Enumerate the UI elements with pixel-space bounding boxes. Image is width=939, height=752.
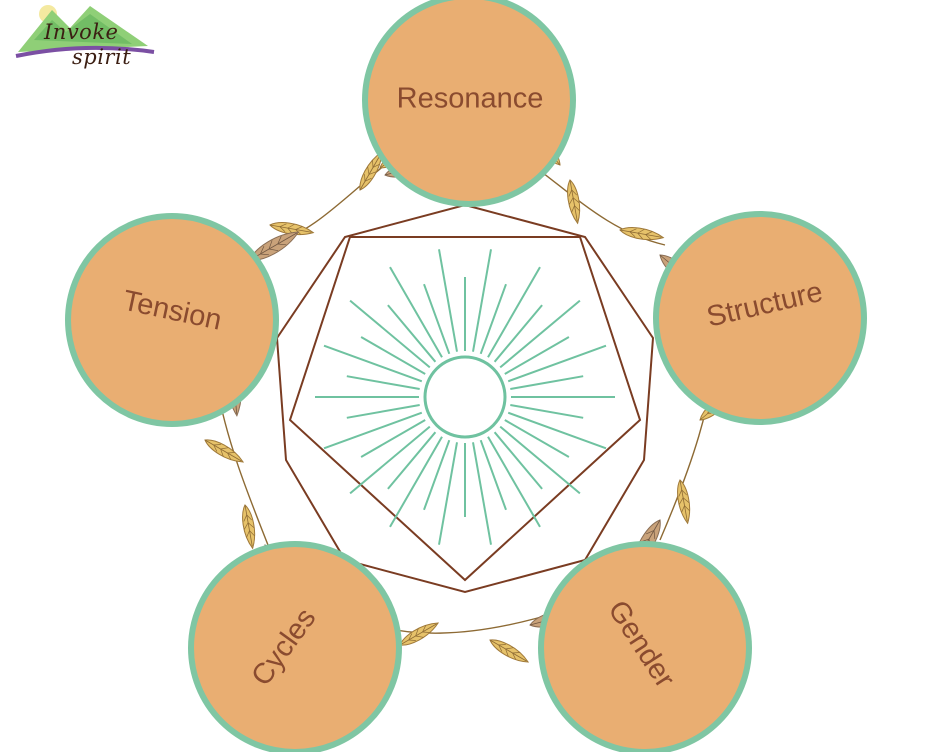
mandala-ray: [438, 249, 458, 352]
mandala-ray: [346, 404, 420, 419]
logo-word-invoke: Invoke: [44, 20, 119, 44]
mandala-ray: [504, 336, 570, 375]
mandala-ray: [510, 404, 584, 419]
mandala-ray: [360, 419, 426, 458]
mandala-inner-polygon: [288, 236, 642, 582]
node-cycles: Cycles: [188, 541, 402, 752]
mandala-ray: [507, 344, 607, 383]
node-gender: Gender: [538, 541, 752, 752]
logo-mountain-icon: [15, 5, 155, 58]
mandala-ray: [423, 439, 451, 511]
mandala-ray: [507, 411, 607, 450]
node-resonance: Resonance: [362, 0, 576, 207]
mandala-ray: [499, 425, 581, 495]
mandala-ray: [510, 375, 584, 390]
mandala-ray: [472, 249, 492, 352]
mandala-ray: [493, 431, 543, 490]
node-label-resonance: Resonance: [397, 83, 544, 115]
logo-word-spirit: spirit: [72, 45, 132, 69]
mandala-ray: [487, 266, 541, 358]
mandala-ray: [387, 431, 437, 490]
mandala-ray: [323, 411, 423, 450]
mandala-ray: [323, 344, 423, 383]
mandala-ray: [493, 304, 543, 363]
mandala-ray: [349, 299, 431, 369]
node-tension: Tension: [65, 213, 279, 427]
mandala-ray: [499, 299, 581, 369]
mandala-ray: [504, 419, 570, 458]
mandala-ray: [387, 304, 437, 363]
mandala-ray: [389, 436, 443, 528]
mandala-ray: [423, 283, 451, 355]
mandala-ray: [472, 442, 492, 545]
mandala-ray: [349, 425, 431, 495]
mandala-ray: [360, 336, 426, 375]
mandala-ray: [389, 266, 443, 358]
mandala-heptagon: [275, 203, 655, 594]
mandala-ray: [479, 283, 507, 355]
invoke-spirit-logo: Invoke spirit: [14, 2, 159, 82]
node-structure: Structure: [653, 211, 867, 425]
mandala-rays: [315, 249, 615, 545]
mandala: [275, 203, 655, 594]
mandala-center-circle: [423, 355, 507, 439]
mandala-ray: [438, 442, 458, 545]
mandala-ray: [487, 436, 541, 528]
mandala-ray: [346, 375, 420, 390]
mandala-ray: [479, 439, 507, 511]
